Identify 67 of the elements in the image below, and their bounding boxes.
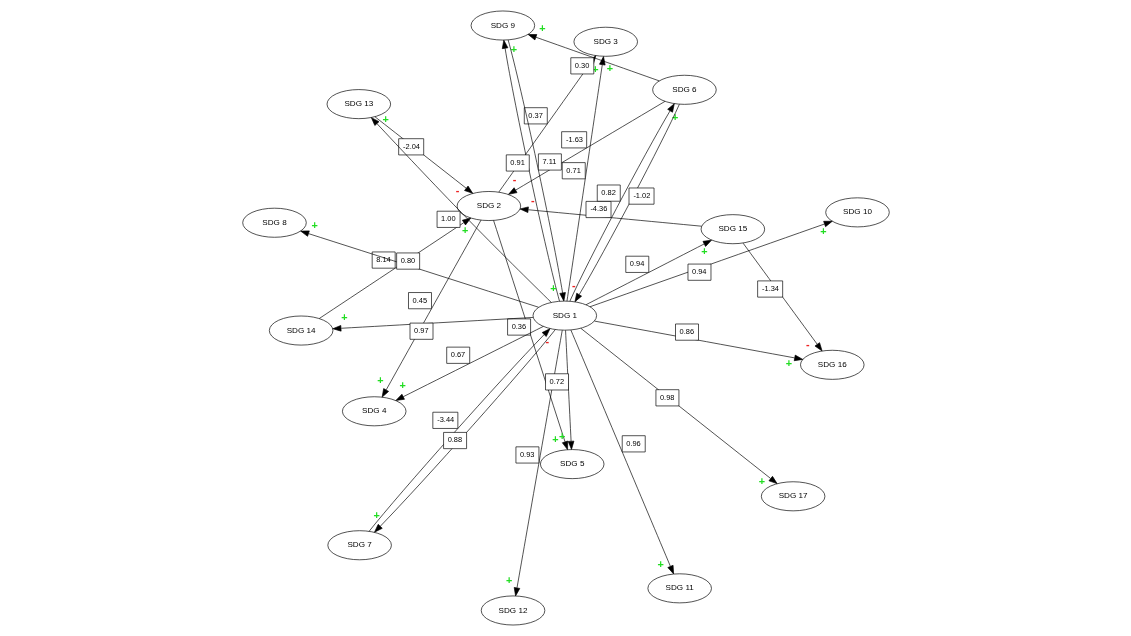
edge-label: 0.72 xyxy=(549,376,564,386)
edge-label: 0.45 xyxy=(412,295,427,305)
edge-label: 0.30 xyxy=(574,60,589,70)
label: + xyxy=(558,429,565,442)
label: - xyxy=(571,278,576,291)
edge-label: -1.02 xyxy=(632,190,650,200)
arrow xyxy=(381,219,481,398)
edge-label: -1.34 xyxy=(761,283,779,293)
edge-label: -4.36 xyxy=(589,204,607,214)
label: + xyxy=(505,574,512,587)
edge-label: 8.14 xyxy=(375,254,391,264)
label: - xyxy=(512,172,516,185)
label: + xyxy=(671,110,678,123)
arrow xyxy=(370,117,552,303)
label: + xyxy=(549,282,556,295)
label: + xyxy=(591,62,599,75)
label: + xyxy=(340,311,347,324)
edge-label: -3.44 xyxy=(436,415,454,425)
label: - xyxy=(805,338,810,350)
edge-label: 0.82 xyxy=(600,188,616,197)
arrow xyxy=(580,328,777,484)
edge-label: 0.98 xyxy=(659,392,674,402)
edge-label: 0.94 xyxy=(629,259,644,269)
label: - xyxy=(455,184,459,197)
label: + xyxy=(461,223,468,236)
edge-label: -2.04 xyxy=(402,141,420,151)
arrow xyxy=(332,317,533,332)
label: - xyxy=(544,335,549,348)
edge-label: 0.71 xyxy=(565,165,581,175)
arrow xyxy=(519,206,702,227)
label: + xyxy=(657,557,664,570)
arrow xyxy=(527,34,660,82)
arrow xyxy=(564,330,574,450)
edge-label: 7.11 xyxy=(541,156,556,166)
edge-label: -1.63 xyxy=(565,134,583,144)
arrow xyxy=(318,217,471,319)
label: + xyxy=(819,225,827,238)
edge-label: 0.86 xyxy=(679,327,694,336)
edge-label: 1.00 xyxy=(440,214,456,224)
arrow xyxy=(395,326,544,401)
label: + xyxy=(373,509,380,522)
edge-label: 0.67 xyxy=(450,350,465,360)
label: + xyxy=(785,357,792,370)
arrow xyxy=(374,116,473,194)
edge-label: 0.37 xyxy=(527,110,543,120)
arrow xyxy=(593,320,803,362)
label: + xyxy=(510,42,517,55)
edge-label: 0.94 xyxy=(691,267,707,277)
label: + xyxy=(551,432,559,445)
edge-label: 0.36 xyxy=(511,321,526,331)
arrow xyxy=(570,329,674,575)
arrow xyxy=(513,329,563,597)
edge-label: 0.80 xyxy=(400,255,415,265)
label: + xyxy=(700,245,707,258)
edge-label: 0.88 xyxy=(447,435,462,445)
label: + xyxy=(376,374,384,387)
label: + xyxy=(311,218,318,231)
arrow xyxy=(589,220,833,308)
label: + xyxy=(538,22,545,35)
label: - xyxy=(530,193,535,206)
edge-label: 0.96 xyxy=(625,438,641,448)
edge-label: 0.91 xyxy=(509,157,525,167)
edge-label: 0.93 xyxy=(519,449,534,459)
arrow xyxy=(742,242,822,352)
edge-label: 0.97 xyxy=(413,326,429,336)
label: + xyxy=(606,61,613,74)
label: + xyxy=(399,379,406,392)
